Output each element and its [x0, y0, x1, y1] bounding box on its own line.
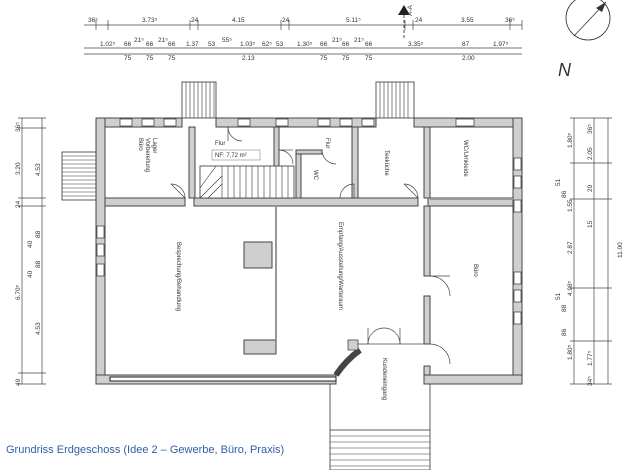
- room-buero: Büro: [472, 264, 478, 277]
- svg-text:34⁵: 34⁵: [587, 376, 594, 386]
- svg-text:51: 51: [555, 292, 562, 300]
- svg-text:66: 66: [365, 41, 373, 48]
- svg-text:36⁵: 36⁵: [15, 122, 22, 132]
- svg-text:75: 75: [365, 55, 373, 62]
- svg-text:11.00: 11.00: [617, 242, 624, 258]
- dim-top-6: 5.11⁵: [346, 17, 361, 24]
- svg-text:49: 49: [15, 378, 22, 386]
- svg-text:66: 66: [342, 41, 350, 48]
- svg-text:1.37: 1.37: [186, 41, 199, 48]
- svg-text:4.53: 4.53: [35, 163, 42, 176]
- outer-walls: [95, 117, 523, 385]
- svg-text:21⁵: 21⁵: [158, 37, 168, 44]
- stairs-entrance: [329, 384, 431, 470]
- room-empfang: Empfang/Ausstellung/Warteraum: [337, 222, 343, 310]
- room-flur-area: NF: 7,72 m²: [215, 153, 247, 159]
- svg-text:1.55: 1.55: [567, 199, 574, 212]
- svg-text:2.87: 2.87: [567, 241, 574, 254]
- svg-text:88: 88: [561, 304, 568, 312]
- north-arrow: N: [558, 0, 611, 80]
- windows-top: [119, 118, 475, 127]
- room-flur: Flur: [324, 138, 330, 148]
- svg-text:66: 66: [146, 41, 154, 48]
- svg-text:75: 75: [342, 55, 350, 62]
- svg-text:1.80⁵: 1.80⁵: [567, 132, 574, 148]
- stairs-top-left: [181, 81, 217, 119]
- svg-text:88: 88: [35, 260, 42, 268]
- svg-text:15: 15: [587, 220, 594, 228]
- svg-text:66: 66: [168, 41, 176, 48]
- plan-caption: Grundriss Erdgeschoss (Idee 2 – Gewerbe,…: [6, 444, 285, 456]
- room-besprechung: Besprechung/Behandlung: [175, 242, 181, 311]
- svg-text:53: 53: [276, 41, 284, 48]
- dim-top-7: 24: [415, 17, 423, 24]
- windows-right: [513, 157, 522, 325]
- svg-text:53: 53: [208, 41, 216, 48]
- svg-text:21⁵: 21⁵: [332, 37, 342, 44]
- inner-walls: [104, 126, 514, 376]
- right-dimension-chains: 11.00 1.80⁵ 1.55 2.87 4.98⁵ 1.80⁵ 36⁵ 2.…: [555, 117, 624, 386]
- svg-text:87: 87: [462, 41, 470, 48]
- windows-left: [96, 225, 105, 277]
- svg-text:75: 75: [168, 55, 176, 62]
- svg-text:20: 20: [587, 184, 594, 192]
- svg-text:36⁵: 36⁵: [587, 124, 594, 134]
- dim-top-1: 36⁵: [88, 17, 98, 24]
- svg-text:1.80⁵: 1.80⁵: [567, 344, 574, 360]
- room-teekueche: Teeküche: [383, 150, 389, 176]
- top-dimension-chains: 36⁵ 3.73⁵ 24 4.15 24 5.11⁵ 24 3.55 36⁵ 1…: [84, 17, 523, 62]
- doors: [170, 126, 451, 365]
- svg-text:86: 86: [561, 328, 568, 336]
- dim-top-5: 24: [282, 17, 290, 24]
- north-label: N: [558, 60, 572, 80]
- room-wc: WC: [312, 170, 318, 181]
- left-dimension-chains: 36⁵ 3.20 24 6.70⁵ 49 4.53 4.53 88 40 88 …: [15, 117, 46, 386]
- svg-text:75: 75: [320, 55, 328, 62]
- interior-staircase: [199, 165, 295, 199]
- svg-text:24: 24: [15, 200, 22, 208]
- svg-text:4.53: 4.53: [35, 322, 42, 335]
- room-labels: BüroVorbereitungLager Flur NF: 7,72 m² F…: [137, 138, 478, 400]
- dim-top-8: 3.55: [461, 17, 474, 24]
- svg-text:2.05: 2.05: [587, 147, 594, 160]
- svg-text:21⁵: 21⁵: [134, 37, 144, 44]
- dim-top-3: 24: [191, 17, 199, 24]
- svg-text:66: 66: [320, 41, 328, 48]
- svg-text:4.98⁵: 4.98⁵: [567, 280, 574, 296]
- room-wc-umkleide: WC/Umkleide: [462, 140, 468, 177]
- svg-text:40: 40: [27, 270, 34, 278]
- svg-text:1.97⁵: 1.97⁵: [493, 41, 509, 48]
- dim-top-9: 36⁵: [505, 17, 515, 24]
- stairs-top-right: [375, 81, 415, 119]
- section-marker: A-A: [398, 5, 414, 40]
- svg-text:1.77⁵: 1.77⁵: [587, 350, 594, 366]
- svg-text:1.03⁵: 1.03⁵: [240, 41, 256, 48]
- stairs-left: [61, 151, 97, 201]
- svg-text:51: 51: [555, 178, 562, 186]
- svg-text:75: 75: [124, 55, 132, 62]
- area-label-box: [211, 149, 261, 161]
- svg-text:2.13: 2.13: [242, 55, 255, 62]
- svg-text:3.35⁵: 3.35⁵: [408, 41, 424, 48]
- section-label: A-A: [407, 5, 414, 17]
- svg-text:75: 75: [146, 55, 154, 62]
- svg-text:55⁵: 55⁵: [222, 37, 232, 44]
- dim-top-2: 3.73⁵: [142, 17, 158, 24]
- svg-text:62⁵: 62⁵: [262, 41, 272, 48]
- room-buero-vorbereitung-line1: BüroVorbereitungLager: [137, 138, 157, 172]
- room-kundeneingang: Kundeneingang: [381, 358, 387, 400]
- svg-text:86: 86: [561, 190, 568, 198]
- svg-text:1.02⁵: 1.02⁵: [100, 41, 116, 48]
- svg-text:6.70⁵: 6.70⁵: [15, 284, 22, 300]
- svg-text:1.30⁵: 1.30⁵: [297, 41, 313, 48]
- svg-text:2.00: 2.00: [462, 55, 475, 62]
- room-flur-small: Flur: [215, 141, 225, 147]
- svg-text:3.20: 3.20: [15, 162, 22, 175]
- svg-text:88: 88: [35, 230, 42, 238]
- svg-text:66: 66: [124, 41, 132, 48]
- svg-text:21⁵: 21⁵: [354, 37, 364, 44]
- dim-top-4: 4.15: [232, 17, 245, 24]
- svg-text:40: 40: [27, 240, 34, 248]
